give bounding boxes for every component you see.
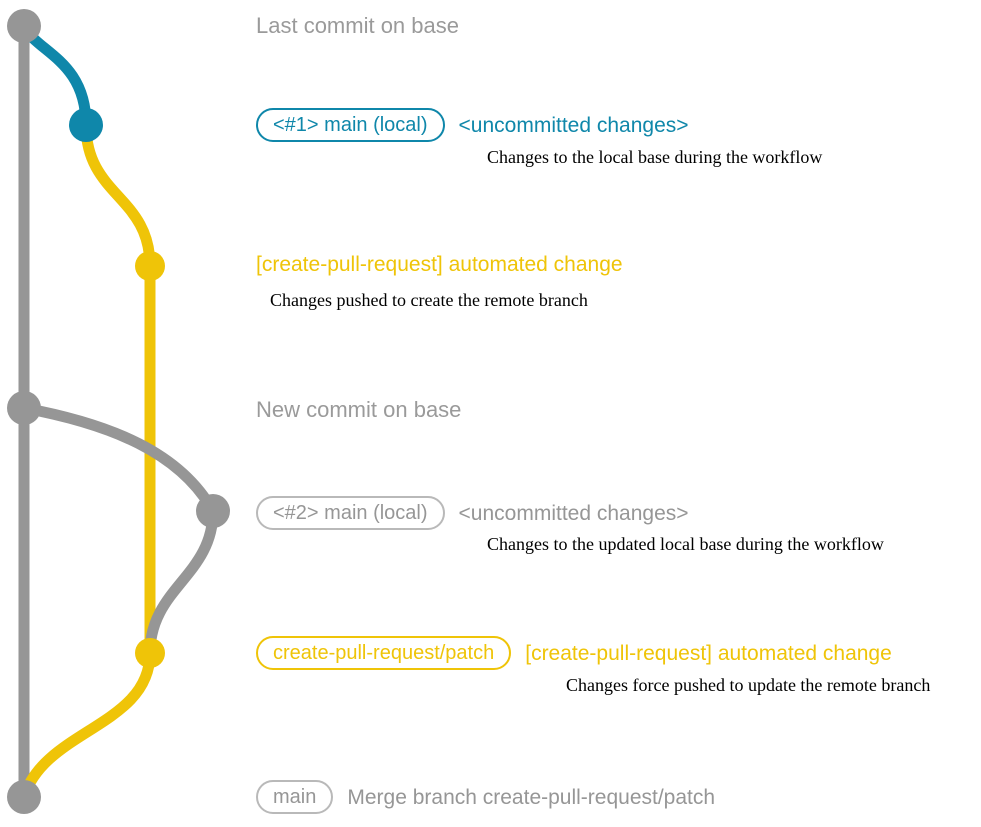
commit-description-local-main-1: Changes to the local base during the wor… — [487, 147, 823, 167]
commit-node-automated-change-2[interactable] — [135, 638, 165, 668]
commit-title-local-main-2: <uncommitted changes> — [458, 501, 689, 525]
commit-node-local-main-2[interactable] — [196, 494, 230, 528]
commit-title-merge-commit: Merge branch create-pull-request/patch — [347, 785, 716, 809]
commit-title-automated-change-1: [create-pull-request] automated change — [256, 253, 623, 276]
branch-yellow-stem-upper — [80, 119, 156, 272]
commit-description-automated-change-2: Changes force pushed to update the remot… — [566, 675, 931, 695]
commit-node-last-commit-on-base[interactable] — [7, 9, 41, 43]
commit-row-merge-commit: main Merge branch create-pull-request/pa… — [256, 780, 715, 814]
commit-row-local-main-1: <#1> main (local) <uncommitted changes> — [256, 108, 689, 142]
commit-title-automated-change-2: [create-pull-request] automated change — [525, 641, 892, 665]
commit-row-local-main-2: <#2> main (local) <uncommitted changes> — [256, 496, 689, 530]
branch-gray-stem — [18, 402, 219, 517]
commit-row-automated-change-1: [create-pull-request] automated change — [256, 254, 623, 275]
commit-description-automated-change-1: Changes pushed to create the remote bran… — [270, 290, 588, 310]
branch-yellow-merge — [18, 647, 156, 803]
section-heading-last-commit-on-base: Last commit on base — [256, 13, 459, 38]
branch-gray-merge-down — [144, 505, 219, 659]
commit-title-local-main-1: <uncommitted changes> — [458, 113, 689, 137]
branch-badge-main[interactable]: main — [256, 780, 334, 814]
commit-description-local-main-2: Changes to the updated local base during… — [487, 534, 884, 554]
section-heading-new-commit-on-base: New commit on base — [256, 397, 462, 422]
branch-badge-local-main-2[interactable]: <#2> main (local) — [256, 496, 445, 530]
commit-row-automated-change-2: create-pull-request/patch [create-pull-r… — [256, 636, 892, 670]
branch-blue-stem — [18, 20, 92, 131]
branch-badge-local-main-1[interactable]: <#1> main (local) — [256, 108, 445, 142]
commit-node-new-commit-on-base[interactable] — [7, 391, 41, 425]
branch-badge-create-pull-request-patch[interactable]: create-pull-request/patch — [256, 636, 512, 670]
commit-node-local-main-1[interactable] — [69, 108, 103, 142]
commit-node-merge-commit[interactable] — [7, 780, 41, 814]
commit-node-automated-change-1[interactable] — [135, 251, 165, 281]
